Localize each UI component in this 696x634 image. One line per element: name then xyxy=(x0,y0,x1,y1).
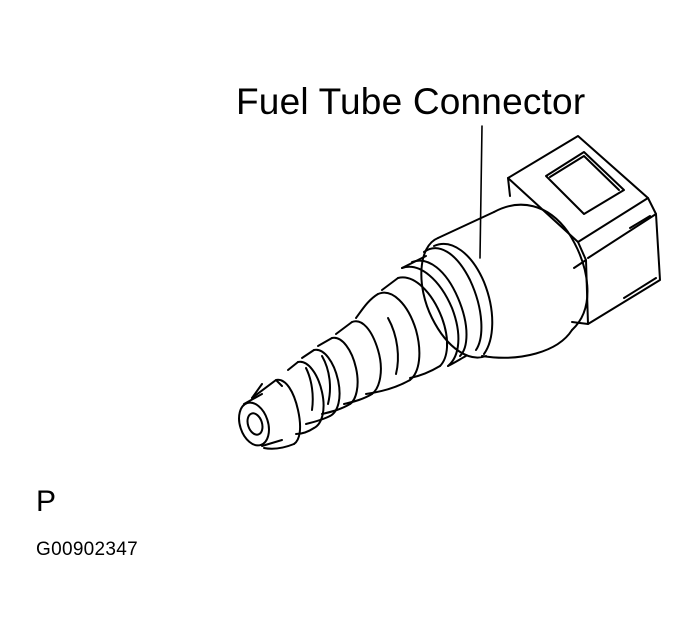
view-letter-label: P xyxy=(36,485,57,518)
figure-id-label: G00902347 xyxy=(36,539,139,560)
connector-barb-flange xyxy=(382,256,466,378)
connector-housing xyxy=(508,136,660,324)
callout-leader-line xyxy=(480,126,482,258)
connector-shoulder xyxy=(356,293,419,394)
connector-collar xyxy=(412,205,587,358)
fuel-tube-connector-label: Fuel Tube Connector xyxy=(236,81,586,122)
connector-nozzle-tip xyxy=(234,380,300,449)
connector-hose-barbs xyxy=(288,321,381,434)
